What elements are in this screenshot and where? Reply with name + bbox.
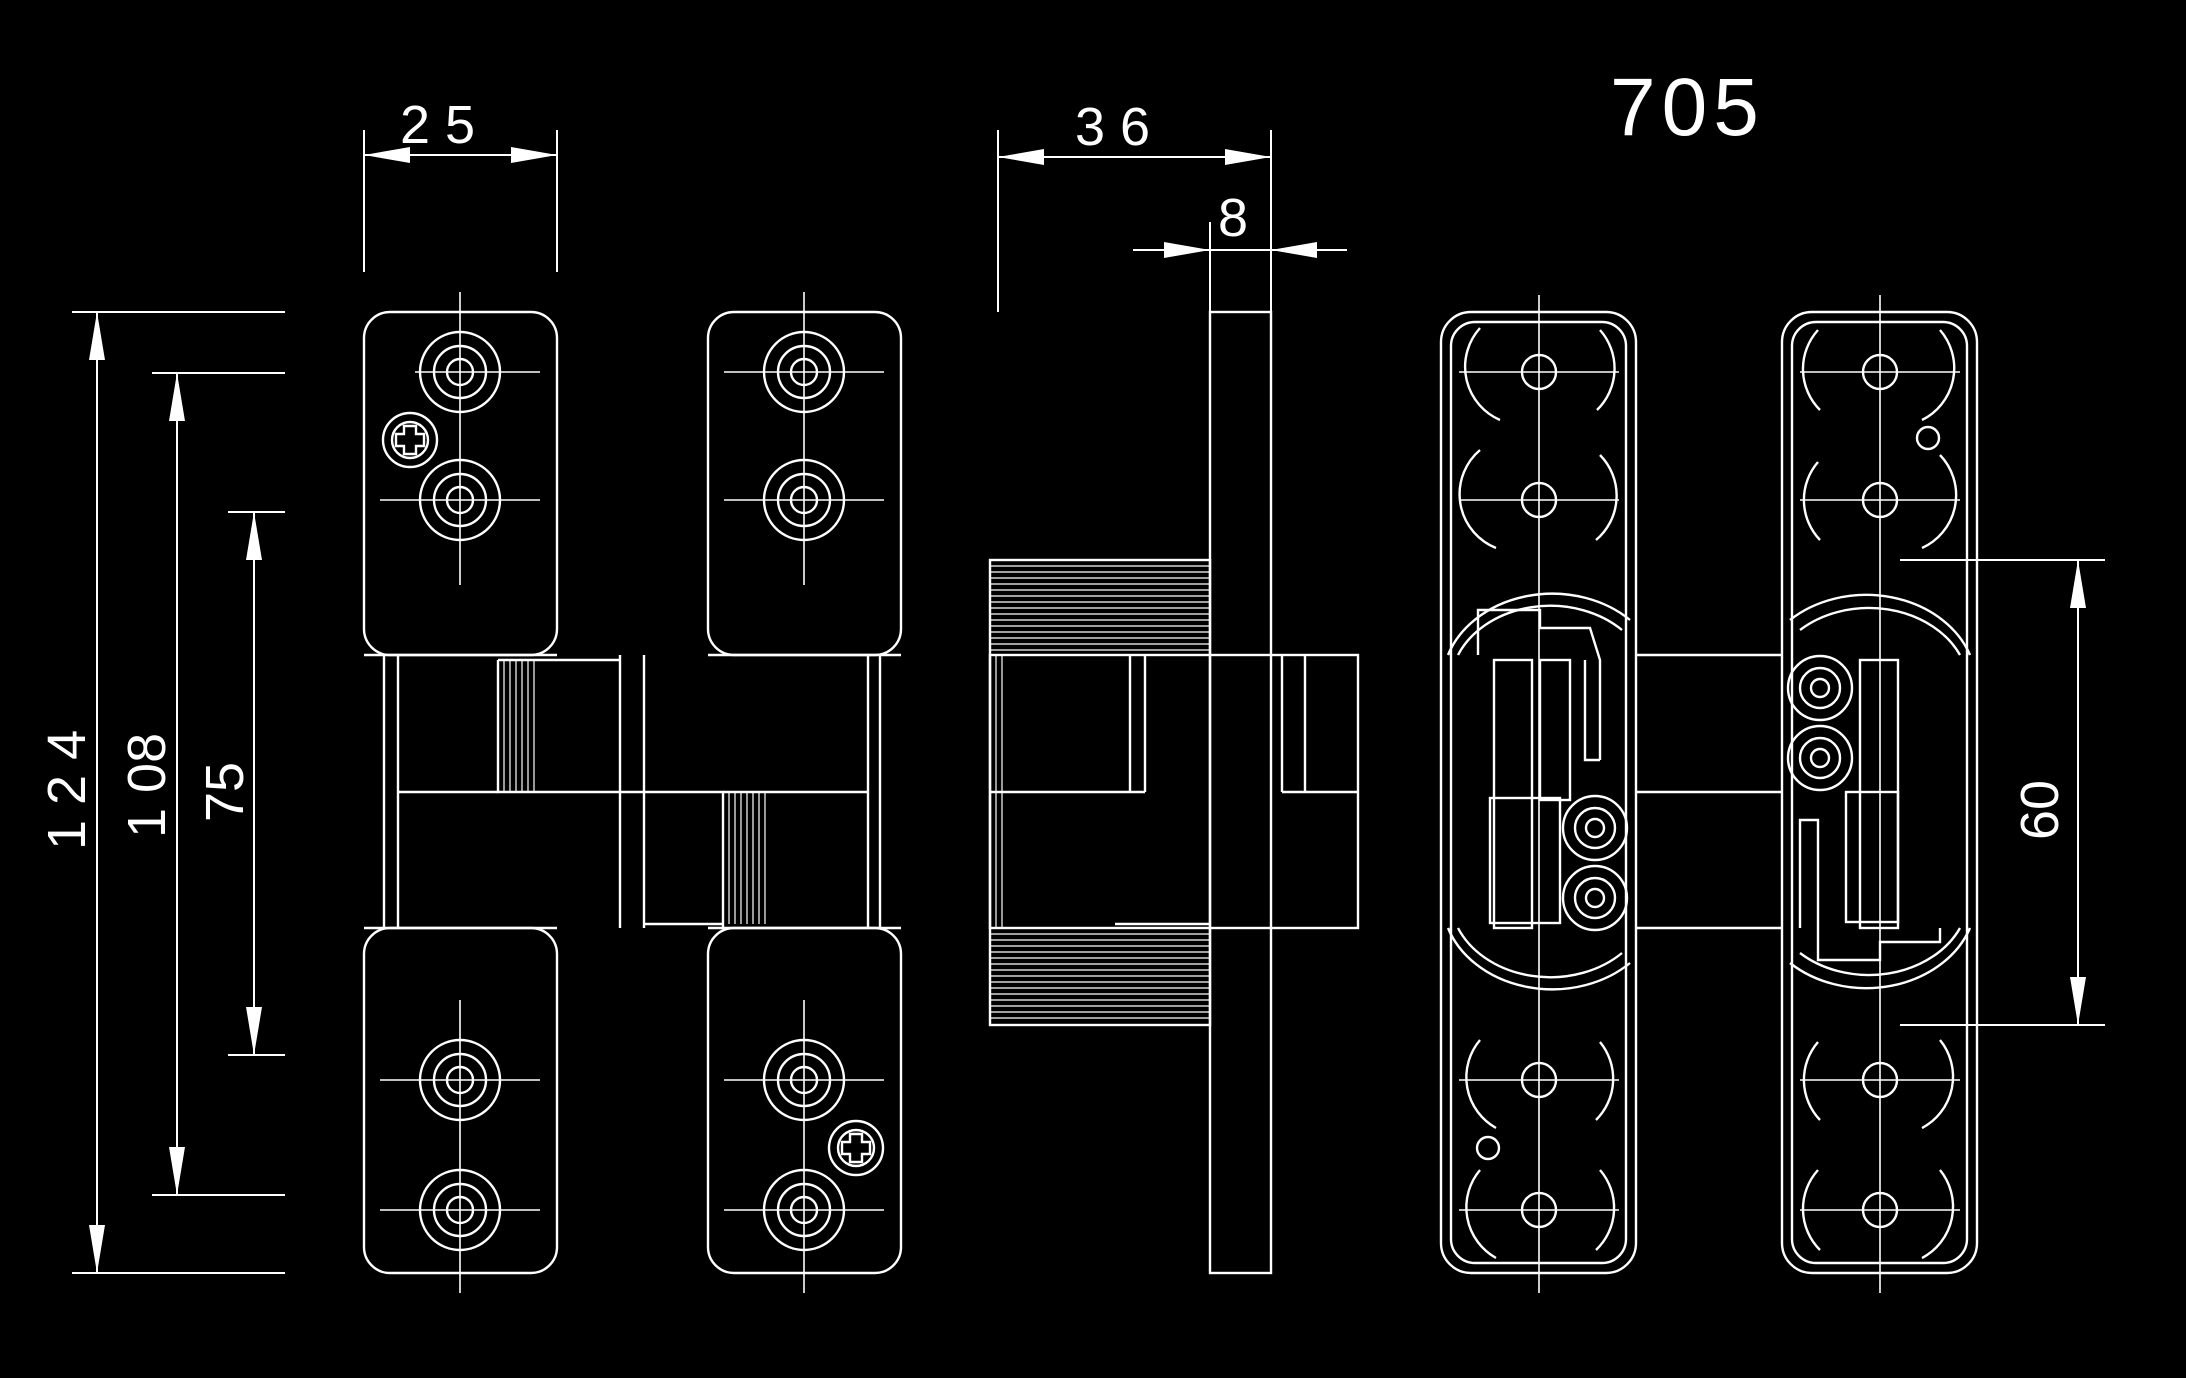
back-view bbox=[1439, 295, 1979, 1293]
back-rollers bbox=[1561, 654, 1854, 932]
dimension-body-depth: 3 6 bbox=[997, 97, 1272, 312]
hinge-body bbox=[382, 655, 882, 928]
dimension-leaf-width: 2 5 bbox=[363, 95, 558, 272]
dim-overall-height-label: 1 2 4 bbox=[37, 730, 97, 850]
dim-leaf-width-label: 2 5 bbox=[400, 95, 475, 155]
side-hatch-bottom bbox=[990, 933, 1210, 1019]
dim-plate-thickness-label: 8 bbox=[1218, 188, 1248, 248]
dim-inner-height-label: 75 bbox=[195, 762, 255, 822]
back-rotors bbox=[1446, 592, 1972, 991]
dimension-inner-height: 75 bbox=[195, 511, 285, 1056]
back-holes bbox=[1475, 353, 1941, 1229]
dim-mounting-height-label: 1 08 bbox=[117, 733, 177, 838]
side-view bbox=[988, 310, 1360, 1275]
front-view bbox=[362, 292, 903, 1293]
mounting-plate bbox=[1208, 310, 1273, 1275]
dimension-overall-height: 1 2 4 bbox=[37, 311, 285, 1274]
model-number: 705 bbox=[1610, 62, 1765, 153]
dimension-plate-thickness: 8 bbox=[1133, 188, 1347, 312]
dimension-mounting-height: 1 08 bbox=[117, 372, 285, 1196]
dim-adjust-span-label: 60 bbox=[2010, 780, 2070, 840]
screw-holes-front bbox=[380, 292, 885, 1293]
side-hatch-top bbox=[990, 565, 1210, 651]
dimension-adjust-span: 60 bbox=[1900, 559, 2105, 1026]
dim-body-depth-label: 3 6 bbox=[1075, 97, 1150, 157]
